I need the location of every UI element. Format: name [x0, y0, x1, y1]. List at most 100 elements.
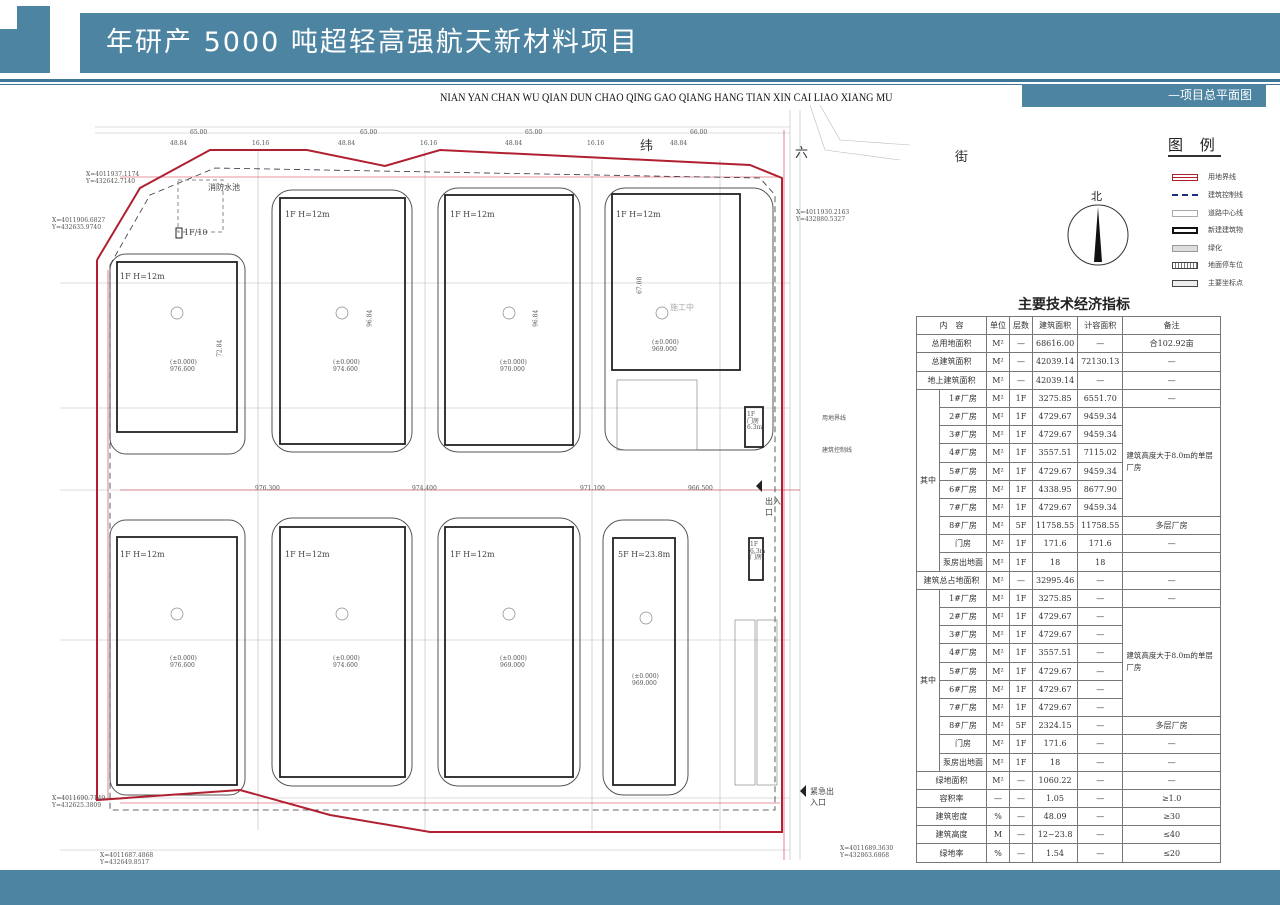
- building-label: 1F H=12m: [120, 272, 165, 281]
- table-cell: 绿地面积: [916, 770, 987, 790]
- table-header: 单位: [986, 315, 1010, 336]
- table-cell: 建筑高度: [916, 825, 987, 845]
- table-cell: 3557.51: [1031, 643, 1079, 663]
- table-cell: —: [1077, 570, 1124, 590]
- item-name: 2#厂房: [939, 406, 987, 427]
- fire-pool-label: 消防水池: [208, 183, 240, 192]
- table-cell: —: [1077, 334, 1124, 354]
- dimension: 16.16: [252, 140, 270, 147]
- table-cell: —: [1077, 825, 1124, 845]
- coordinate-label: X=4011690.7149 Y=432625.3809: [52, 795, 106, 809]
- dimension: 96.84: [532, 309, 540, 327]
- table-cell: 42039.14: [1031, 352, 1079, 372]
- table-cell: M²: [986, 661, 1010, 681]
- table-cell: 1F: [1009, 752, 1033, 772]
- elevation-label: (±0.000) 969.000: [632, 673, 659, 687]
- table-cell: M²: [986, 716, 1010, 736]
- table-cell: 18: [1031, 552, 1079, 572]
- table-cell: 5F: [1009, 516, 1033, 536]
- table-cell: —: [1077, 807, 1124, 827]
- group-label: 其中: [916, 388, 940, 572]
- dimension: 66.00: [690, 129, 708, 136]
- dimension: 16.16: [420, 140, 438, 147]
- table-cell: M²: [986, 679, 1010, 699]
- level-label: 966.500: [688, 485, 713, 492]
- item-name: 泵房出地面: [939, 752, 987, 772]
- table-cell: M²: [986, 643, 1010, 663]
- table-cell: —: [1009, 843, 1033, 863]
- table-cell: M²: [986, 352, 1010, 372]
- divider: [0, 84, 1280, 85]
- table-cell: 1.05: [1031, 788, 1079, 809]
- group-label: 其中: [916, 588, 940, 772]
- table-cell: 1F: [1009, 661, 1033, 681]
- building-label: 1F H=12m: [285, 210, 330, 219]
- table-cell: 1F: [1009, 425, 1033, 445]
- table-cell: 9459.34: [1077, 497, 1124, 518]
- legend-item: 地面停车位: [1172, 260, 1243, 270]
- table-cell: 建筑总占地面积: [916, 570, 987, 590]
- table-cell: 3275.85: [1031, 588, 1079, 609]
- entrance-label: 出入口: [765, 497, 781, 517]
- table-cell: 11758.55: [1077, 516, 1124, 536]
- table-cell: 4729.67: [1031, 679, 1079, 699]
- table-cell: 4729.67: [1031, 606, 1079, 627]
- table-cell: —: [1009, 825, 1033, 845]
- item-name: 5#厂房: [939, 461, 987, 481]
- table-row: 绿地率%—1.54—≤20: [916, 843, 1221, 863]
- table-header: 建筑面积: [1031, 315, 1079, 336]
- title-pinyin: NIAN YAN CHAN WU QIAN DUN CHAO QING GAO …: [440, 90, 893, 104]
- fire-pool: [177, 179, 224, 233]
- table-cell: M²: [986, 406, 1010, 427]
- table-cell: 1.54: [1031, 843, 1079, 863]
- building-2: [279, 197, 406, 445]
- table-cell: 171.6: [1031, 534, 1079, 554]
- legend-item: 道路中心线: [1172, 208, 1243, 218]
- table-cell: M²: [986, 461, 1010, 481]
- item-name: 门房: [939, 534, 987, 554]
- table-cell: ≤40: [1122, 825, 1221, 845]
- table-cell: 9459.34: [1077, 425, 1124, 445]
- table-cell: 4729.67: [1031, 461, 1079, 481]
- dimension: 96.84: [366, 309, 374, 327]
- table-cell: 12~23.8: [1031, 825, 1079, 845]
- table-cell: M²: [986, 752, 1010, 772]
- elevation-label: (±0.000) 974.600: [333, 359, 360, 373]
- table-title: 主要技术经济指标: [1018, 297, 1130, 313]
- roads: [109, 187, 774, 796]
- street-label: 街: [955, 150, 969, 165]
- table-cell: 1F: [1009, 588, 1033, 609]
- gate-label: 1F 6.3m 门房: [750, 541, 766, 562]
- item-name: 7#厂房: [939, 697, 987, 718]
- table-cell: M²: [986, 516, 1010, 536]
- table-cell: 绿地率: [916, 843, 987, 863]
- building-markers: [170, 306, 669, 625]
- table-cell: 2324.15: [1031, 716, 1079, 736]
- dimension: 67.08: [636, 276, 644, 294]
- table-cell: ≥30: [1122, 807, 1221, 827]
- dimension: 48.84: [338, 140, 356, 147]
- building-label: 1F H=12m: [450, 210, 495, 219]
- elevation-label: (±0.000) 974.600: [333, 655, 360, 669]
- building-6: [279, 526, 406, 778]
- buildings: [116, 193, 764, 786]
- table-cell: —: [1009, 770, 1033, 790]
- table-cell: 总用地面积: [916, 334, 987, 354]
- building-8: [612, 537, 676, 786]
- table-cell: 1F: [1009, 461, 1033, 481]
- street-label: 六: [795, 146, 809, 161]
- table-cell: 1F: [1009, 734, 1033, 754]
- table-cell: M: [986, 825, 1010, 845]
- table-cell: 1F: [1009, 697, 1033, 718]
- table-cell: —: [1009, 352, 1033, 372]
- table-cell: —: [1009, 370, 1033, 390]
- item-name: 4#厂房: [939, 443, 987, 463]
- table-cell: [1122, 552, 1221, 572]
- table-cell: 总建筑面积: [916, 352, 987, 372]
